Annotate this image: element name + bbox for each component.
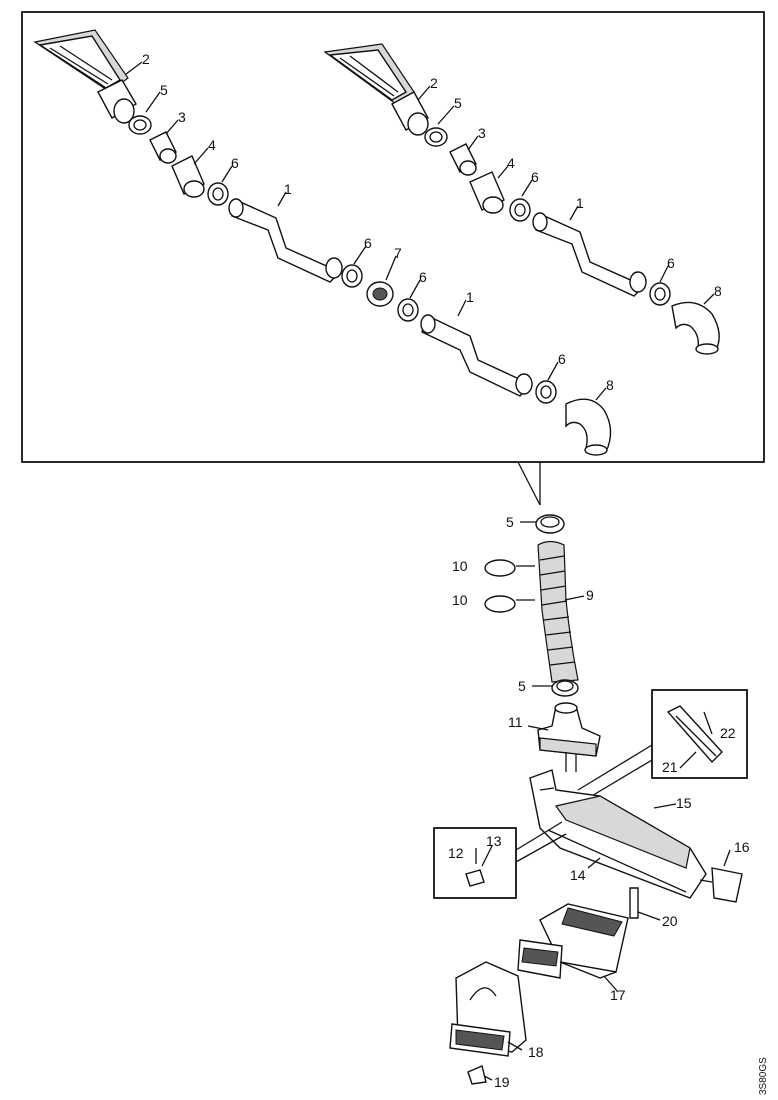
callouts-hose-assembly: 5 10 10 9 5 11 bbox=[452, 514, 594, 730]
detail-box-12-13 bbox=[433, 827, 517, 899]
elbow-part bbox=[565, 398, 612, 453]
tube-part bbox=[532, 212, 647, 297]
callout-label: 6 bbox=[419, 269, 427, 285]
upper-right-duct-chain bbox=[323, 43, 720, 355]
upper-detail-frame bbox=[21, 11, 765, 463]
callout-label: 2 bbox=[142, 51, 150, 67]
callout-label: 19 bbox=[494, 1074, 510, 1090]
outlet-part bbox=[711, 867, 743, 903]
detail-pointer-lines bbox=[517, 461, 541, 506]
callout-label: 7 bbox=[394, 245, 402, 261]
bracket-part bbox=[629, 887, 639, 919]
callout-label: 21 bbox=[662, 759, 678, 775]
hose-clip bbox=[484, 559, 516, 577]
callout-label: 17 bbox=[610, 987, 626, 1003]
callout-label: 12 bbox=[448, 845, 464, 861]
callout-label: 16 bbox=[734, 839, 750, 855]
callout-label: 10 bbox=[452, 558, 468, 574]
callout-label: 14 bbox=[570, 867, 586, 883]
lower-assembly bbox=[433, 689, 748, 1085]
callout-label: 15 bbox=[676, 795, 692, 811]
callout-label: 5 bbox=[506, 514, 514, 530]
clamp-ring bbox=[535, 514, 565, 534]
upper-left-duct-chain bbox=[33, 29, 612, 456]
callouts-upper-right: 2 5 3 4 6 1 6 8 bbox=[430, 75, 722, 299]
callout-label: 6 bbox=[231, 155, 239, 171]
leader-lines bbox=[125, 61, 731, 1081]
callout-label: 5 bbox=[160, 82, 168, 98]
callout-label: 6 bbox=[364, 235, 372, 251]
vent-housing-part bbox=[449, 961, 527, 1057]
callout-label: 6 bbox=[558, 351, 566, 367]
callout-label: 6 bbox=[531, 169, 539, 185]
callout-label: 18 bbox=[528, 1044, 544, 1060]
flexible-hose bbox=[537, 540, 579, 683]
callout-label: 3 bbox=[178, 109, 186, 125]
clip-part bbox=[467, 1065, 487, 1085]
callout-label: 9 bbox=[586, 587, 594, 603]
callout-label: 5 bbox=[454, 95, 462, 111]
tube-part bbox=[228, 198, 343, 283]
callout-label: 1 bbox=[284, 181, 292, 197]
detail-box-21-22 bbox=[651, 689, 748, 779]
callout-label: 13 bbox=[486, 833, 502, 849]
callout-label: 8 bbox=[606, 377, 614, 393]
callout-label: 8 bbox=[714, 283, 722, 299]
callout-label: 5 bbox=[518, 678, 526, 694]
callout-label: 1 bbox=[576, 195, 584, 211]
nozzle-part bbox=[33, 29, 137, 124]
callout-label: 4 bbox=[507, 155, 515, 171]
hose-clip bbox=[484, 595, 516, 613]
drawing-id: 3S80GS bbox=[758, 1057, 769, 1095]
hose-assembly bbox=[484, 514, 601, 772]
nozzle-part bbox=[323, 43, 429, 136]
callouts-lower-assembly: 22 21 15 13 12 14 16 20 17 18 19 bbox=[448, 725, 750, 1090]
callout-label: 2 bbox=[430, 75, 438, 91]
elbow-part bbox=[671, 301, 720, 351]
callout-label: 11 bbox=[508, 714, 523, 730]
callout-label: 22 bbox=[720, 725, 736, 741]
clamp-ring bbox=[128, 115, 152, 135]
callout-label: 1 bbox=[466, 289, 474, 305]
distributor-part bbox=[517, 903, 629, 979]
callout-label: 10 bbox=[452, 592, 468, 608]
callouts-upper-left: 2 5 3 4 6 1 6 7 6 1 6 8 bbox=[142, 51, 614, 393]
tube-part bbox=[420, 314, 533, 397]
callout-label: 20 bbox=[662, 913, 678, 929]
callout-label: 4 bbox=[208, 137, 216, 153]
callout-label: 3 bbox=[478, 125, 486, 141]
callout-label: 6 bbox=[667, 255, 675, 271]
